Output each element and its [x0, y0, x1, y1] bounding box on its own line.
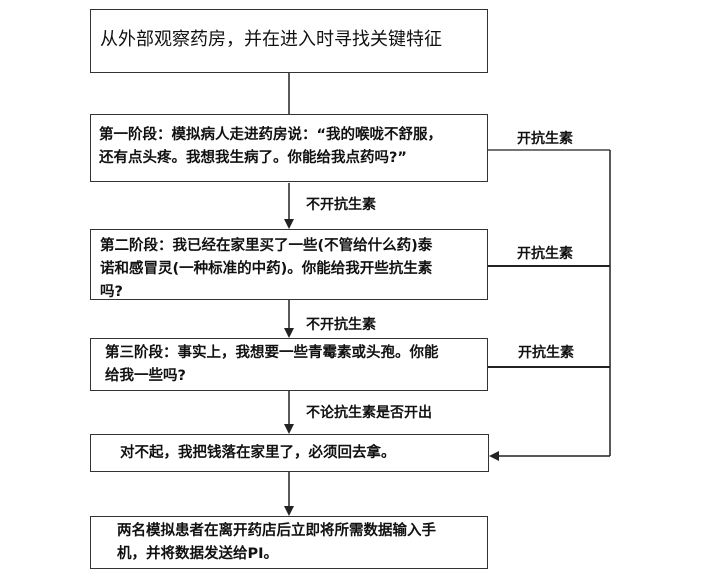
edge-label-stage3-leave-branch: 开抗生素 — [518, 345, 574, 361]
edge-label-stage1-stage2: 不开抗生素 — [306, 197, 376, 213]
node-stage2-text: 第二阶段：我已经在家里买了一些(不管给什么药)泰 诺和感冒灵(一种标准的中药)。… — [100, 238, 433, 300]
node-observe: 从外部观察药房，并在进入时寻找关键特征 — [90, 9, 488, 73]
node-observe-text: 从外部观察药房，并在进入时寻找关键特征 — [100, 29, 442, 50]
node-leave-text: 对不起，我把钱落在家里了，必须回去拿。 — [120, 445, 396, 461]
edge-label-stage3-leave: 不论抗生素是否开出 — [306, 405, 432, 421]
edge-label-stage2-leave: 开抗生素 — [517, 246, 573, 262]
node-stage1: 第一阶段：模拟病人走进药房说：“我的喉咙不舒服， 还有点头疼。我想我生病了。你能… — [90, 114, 488, 182]
node-stage2: 第二阶段：我已经在家里买了一些(不管给什么药)泰 诺和感冒灵(一种标准的中药)。… — [90, 229, 488, 300]
node-stage1-text: 第一阶段：模拟病人走进药房说：“我的喉咙不舒服， 还有点头疼。我想我生病了。你能… — [99, 127, 443, 166]
edge-label-stage1-leave: 开抗生素 — [517, 131, 573, 147]
node-stage3-text: 第三阶段：事实上，我想要一些青霉素或头孢。你能 给我一些吗? — [105, 345, 439, 384]
node-report-text: 两名模拟患者在离开药店后立即将所需数据输入手 机，并将数据发送给PI。 — [117, 523, 436, 562]
edge-label-stage2-stage3: 不开抗生素 — [306, 317, 376, 333]
node-report: 两名模拟患者在离开药店后立即将所需数据输入手 机，并将数据发送给PI。 — [90, 516, 488, 569]
node-leave: 对不起，我把钱落在家里了，必须回去拿。 — [90, 434, 489, 472]
node-stage3: 第三阶段：事实上，我想要一些青霉素或头孢。你能 给我一些吗? — [90, 338, 488, 391]
